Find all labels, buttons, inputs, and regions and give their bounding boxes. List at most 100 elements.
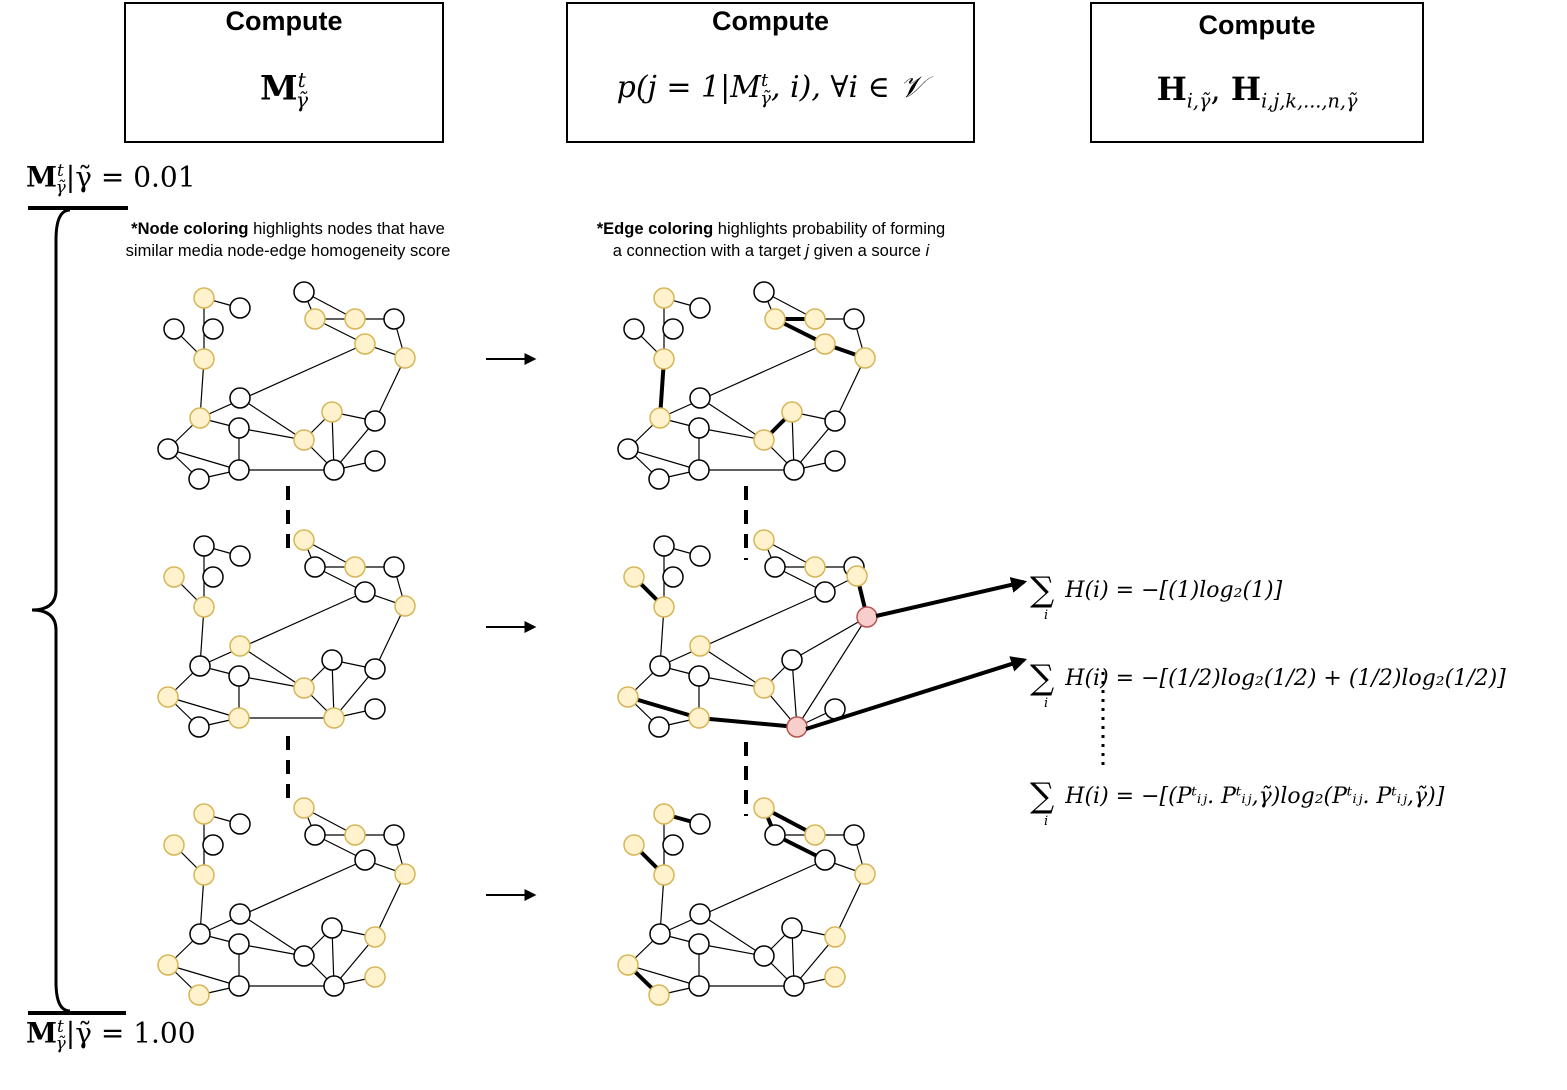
graph-node [293, 945, 315, 967]
graph-node [623, 318, 645, 340]
graph-node [229, 297, 251, 319]
graph-node [229, 387, 251, 409]
compute-m-box: Compute Mtγ̃ [124, 2, 444, 143]
graph-node [364, 698, 386, 720]
graph-node [364, 410, 386, 432]
graph-node [364, 450, 386, 472]
graph-edge [167, 696, 240, 719]
graph-node [753, 429, 775, 451]
graph-node [846, 565, 868, 587]
graph-node [662, 318, 684, 340]
graph-edge [796, 616, 868, 728]
graph-node [304, 824, 326, 846]
graph-node [804, 824, 826, 846]
graph-edge [627, 964, 700, 987]
graph-node [662, 566, 684, 588]
graph-node [688, 933, 710, 955]
graph-node [383, 824, 405, 846]
graph-node [163, 566, 185, 588]
graph-node [321, 917, 343, 939]
graph-node [229, 635, 251, 657]
decorations [28, 206, 1105, 1015]
graph-node [648, 716, 670, 738]
graph-edge [238, 943, 305, 957]
graph-edge [698, 716, 798, 729]
graph-node [786, 716, 808, 738]
graph-edge [659, 859, 826, 935]
graph-node [157, 954, 179, 976]
graph-node [781, 401, 803, 423]
graph-edge [627, 448, 700, 471]
graph-node [157, 438, 179, 460]
box-title: Compute [225, 6, 343, 36]
graph-node [188, 984, 210, 1006]
gamma-min-label: Mtγ̃|γ̃ = 0.01 [26, 160, 196, 197]
graph-node [228, 707, 250, 729]
graph-node [229, 903, 251, 925]
graph-node [753, 945, 775, 967]
graph-node [653, 596, 675, 618]
graph-edge [374, 605, 406, 670]
box-formula: p(j = 1|Mtγ̃, i), ∀i ∈ 𝒱 [616, 70, 925, 109]
graph-node [649, 923, 671, 945]
graph-node [293, 677, 315, 699]
graph-node [824, 410, 846, 432]
graph-edge [238, 427, 305, 441]
graph-node [753, 677, 775, 699]
graph-node [189, 923, 211, 945]
sum-symbol: ∑ [1030, 570, 1055, 610]
graph-node [383, 556, 405, 578]
graph-mid-mid [617, 529, 878, 738]
graph-node [804, 556, 826, 578]
box-title: Compute [1198, 10, 1316, 40]
graph-node [229, 545, 251, 567]
graph-node [824, 450, 846, 472]
graph-edge [659, 343, 826, 419]
graph-node [854, 347, 876, 369]
graph-node [193, 864, 215, 886]
sum-symbol: ∑ [1030, 658, 1055, 698]
graph-node [843, 308, 865, 330]
graph-node [781, 917, 803, 939]
graph-node [323, 975, 345, 997]
graph-node [689, 903, 711, 925]
graph-node [617, 686, 639, 708]
graph-edge [239, 645, 305, 689]
graph-panels [157, 281, 878, 1006]
graph-edge [199, 859, 366, 935]
graph-edge [374, 873, 406, 938]
graph-node [394, 595, 416, 617]
graph-node [228, 459, 250, 481]
graph-node [394, 863, 416, 885]
graph-node [321, 401, 343, 423]
graph-node [689, 387, 711, 409]
graph-node [653, 535, 675, 557]
graph-edge [699, 397, 765, 441]
graph-node [354, 849, 376, 871]
graph-edge [167, 448, 240, 471]
node-coloring-note: *Node coloring highlights nodes that hav… [125, 220, 451, 260]
entropy-equation-3: ∑i H(i) = −[(Pᵗᵢⱼ. Pᵗᵢⱼ,γ̃)log₂(Pᵗᵢⱼ. Pᵗ… [1030, 776, 1445, 829]
graph-edge [374, 357, 406, 422]
sum-index: i [1044, 608, 1049, 623]
entropy-equation-2: ∑i H(i) = −[(1/2)log₂(1/2) + (1/2)log₂(1… [1030, 658, 1506, 711]
graph-node [293, 529, 315, 551]
graph-edge [699, 645, 765, 689]
graph-node [364, 658, 386, 680]
graph-node [344, 824, 366, 846]
graph-node [323, 459, 345, 481]
graph-node [354, 581, 376, 603]
graph-node [394, 347, 416, 369]
graph-node [783, 975, 805, 997]
graph-node [293, 281, 315, 303]
graph-node [753, 281, 775, 303]
graph-edge [699, 913, 765, 957]
graph-node [193, 287, 215, 309]
compute-probability-box: Compute p(j = 1|Mtγ̃, i), ∀i ∈ 𝒱 [566, 2, 975, 143]
graph-node [193, 535, 215, 557]
graph-edge [199, 591, 366, 667]
graph-node [648, 468, 670, 490]
graph-node [753, 797, 775, 819]
graph-node [689, 813, 711, 835]
graph-node [189, 655, 211, 677]
